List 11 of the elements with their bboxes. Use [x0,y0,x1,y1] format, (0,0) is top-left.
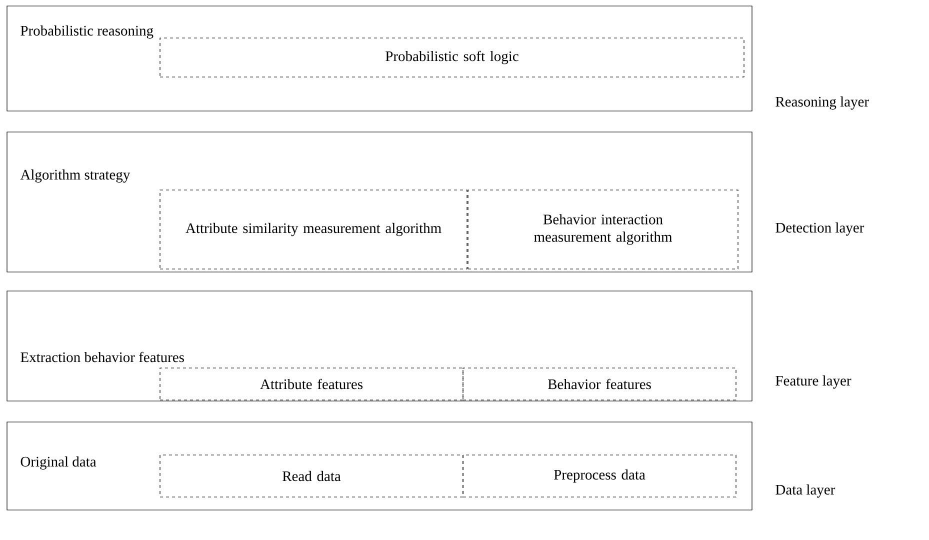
dashed-box: Attribute features [160,368,464,400]
dashed-box: Read data [160,454,464,498]
layer-label: Detection layer [776,222,864,236]
dashed-box: Behavior features [462,368,736,400]
dashed-box: Attribute similarity measurement algorithm [160,190,468,270]
layer-label: Data layer [776,484,836,498]
layer-label: Feature layer [776,375,852,389]
dashed-box: Probabilistic soft logic [160,38,744,78]
dashed-box: Preprocess data [462,454,736,498]
layer-label: Reasoning layer [776,96,869,110]
dashed-box: Behavior interaction measurement algorithm [468,190,738,270]
